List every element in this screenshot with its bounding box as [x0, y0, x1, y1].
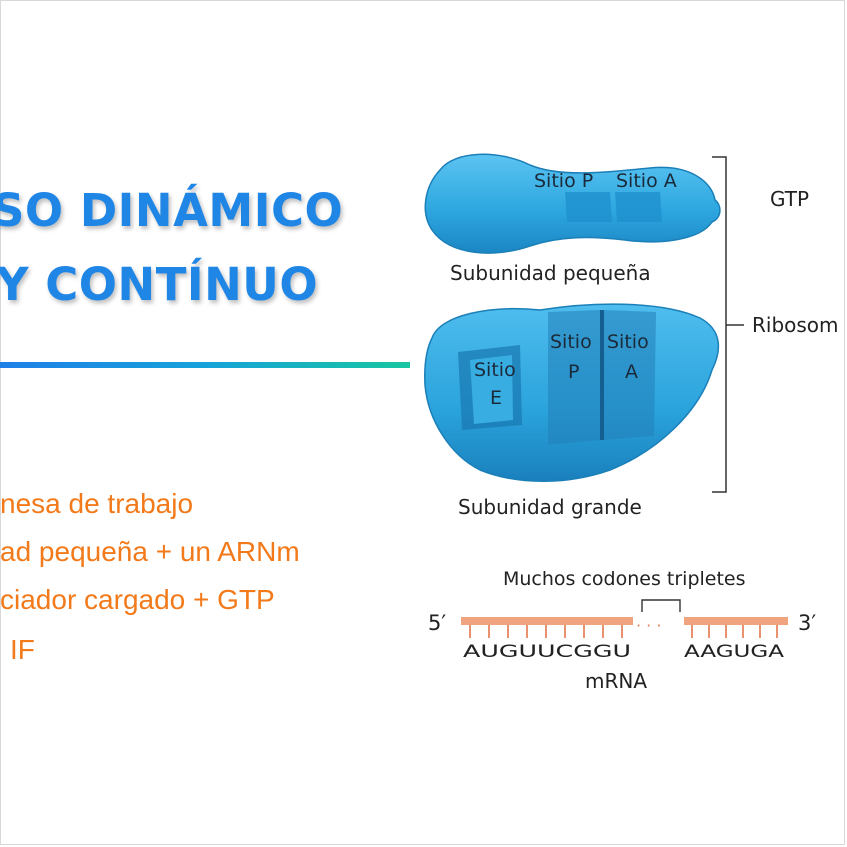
bullet-item-1: nesa de trabajo [0, 488, 194, 519]
site-p-label-2: P [568, 361, 579, 383]
large-subunit: Sitio E Sitio P Sitio A [424, 303, 720, 482]
bullet-item-2: ad pequeña + un ARNm [0, 536, 300, 567]
mrna-right-bases [691, 625, 778, 638]
site-a-label-2: A [625, 361, 638, 383]
ribosome-bracket [712, 156, 744, 493]
codons-label: Muchos codones tripletes [503, 568, 746, 590]
small-subunit: Sitio P Sitio A [424, 153, 721, 254]
site-a-label-1: Sitio [607, 331, 649, 353]
mrna-sequence-left: AUGUUCGGU [463, 642, 631, 662]
bullet-item-3: ciador cargado + GTP [0, 584, 275, 615]
site-e-label-2: E [490, 387, 502, 409]
codon-bracket [641, 599, 681, 612]
small-site-a-label: Sitio A [616, 170, 677, 192]
large-subunit-label: Subunidad grande [458, 495, 642, 519]
site-p-label-1: Sitio [550, 331, 592, 353]
site-e-label-1: Sitio [474, 359, 516, 381]
mrna-label: mRNA [585, 669, 647, 693]
ribosome-label: Ribosom [752, 313, 839, 337]
three-prime-label: 3′ [798, 611, 816, 635]
bullet-item-4: IF [10, 634, 35, 665]
mrna-left-segment [461, 617, 633, 625]
small-subunit-label: Subunidad pequeña [450, 261, 651, 285]
mrna-sequence-right: AAGUGA [684, 642, 784, 662]
gtp-label: GTP [770, 187, 809, 211]
mrna-strand: Muchos codones tripletes 5′ 3′ · · · AUG… [428, 568, 816, 693]
five-prime-label: 5′ [428, 611, 446, 635]
mrna-left-bases [469, 625, 623, 638]
title-divider [0, 362, 410, 368]
mrna-right-segment [684, 617, 788, 625]
mrna-gap-dots: · · · [636, 616, 661, 635]
slide-title-line-2: Y CONTÍNUO [0, 258, 319, 311]
slide-title-line-1: SO DINÁMICO [0, 184, 344, 237]
small-site-p-label: Sitio P [534, 170, 593, 192]
